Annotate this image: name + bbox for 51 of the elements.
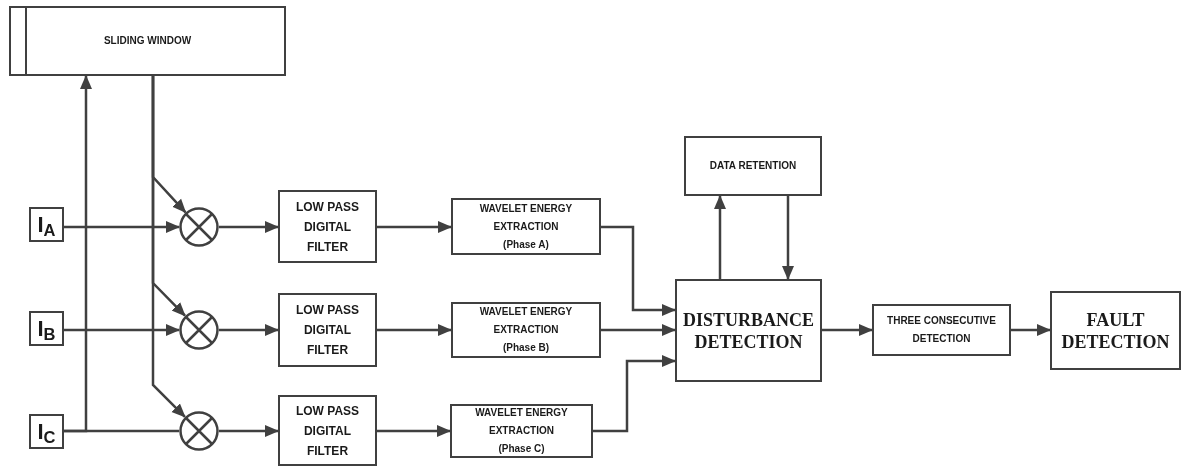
box-label: (Phase B) bbox=[501, 341, 551, 355]
arrow bbox=[219, 425, 279, 437]
box-label: (Phase A) bbox=[502, 237, 550, 252]
process-box bbox=[450, 404, 593, 458]
arrow bbox=[782, 196, 794, 280]
arrow bbox=[64, 221, 180, 233]
arrow bbox=[219, 324, 279, 336]
filter-box bbox=[278, 190, 377, 263]
box-label: I$_{B}$ bbox=[36, 317, 57, 340]
sliding-window-box bbox=[9, 6, 286, 76]
box-label: WAVELET ENERGY EXTRACTION bbox=[478, 201, 574, 234]
box-label: LOW PASS DIGITAL FILTER bbox=[294, 302, 361, 359]
filter-box bbox=[278, 395, 377, 466]
multiplier-circle bbox=[179, 310, 219, 350]
filter-box bbox=[278, 293, 377, 367]
input-box bbox=[29, 414, 64, 449]
box-label: I$_{A}$ bbox=[36, 213, 57, 236]
process-box bbox=[684, 136, 822, 196]
box-label: LOW PASS DIGITAL FILTER bbox=[294, 402, 361, 460]
process-box bbox=[872, 304, 1011, 356]
input-box bbox=[29, 311, 64, 346]
process-box bbox=[451, 302, 601, 358]
arrow bbox=[601, 225, 676, 316]
arrow bbox=[601, 324, 676, 336]
box-label: DISTURBANCE DETECTION bbox=[682, 308, 815, 353]
process-box bbox=[675, 279, 822, 382]
box-label: SLIDING WINDOW bbox=[102, 34, 193, 48]
arrow bbox=[1011, 324, 1051, 336]
arrow bbox=[219, 221, 279, 233]
arrow bbox=[377, 324, 452, 336]
multiplier-circle bbox=[179, 207, 219, 247]
multiplier-circle bbox=[179, 411, 219, 451]
box-label: DATA RETENTION bbox=[708, 159, 798, 173]
arrow bbox=[64, 324, 180, 336]
arrow bbox=[822, 324, 873, 336]
arrow bbox=[377, 425, 451, 437]
box-label: I$_{C}$ bbox=[36, 420, 57, 443]
box-label: FAULT DETECTION bbox=[1060, 308, 1171, 353]
box-label: (Phase C) bbox=[497, 442, 546, 456]
arrow bbox=[714, 195, 726, 279]
arrow bbox=[377, 221, 452, 233]
process-box bbox=[1050, 291, 1181, 370]
box-label: WAVELET ENERGY EXTRACTION bbox=[474, 406, 569, 438]
arrow bbox=[593, 355, 676, 433]
input-box bbox=[29, 207, 64, 242]
arrow bbox=[64, 75, 92, 433]
box-label: LOW PASS DIGITAL FILTER bbox=[294, 198, 361, 256]
process-box bbox=[451, 198, 601, 255]
box-label: THREE CONSECUTIVE DETECTION bbox=[886, 314, 997, 346]
box-label: WAVELET ENERGY EXTRACTION bbox=[478, 305, 574, 337]
arrow bbox=[151, 76, 186, 418]
